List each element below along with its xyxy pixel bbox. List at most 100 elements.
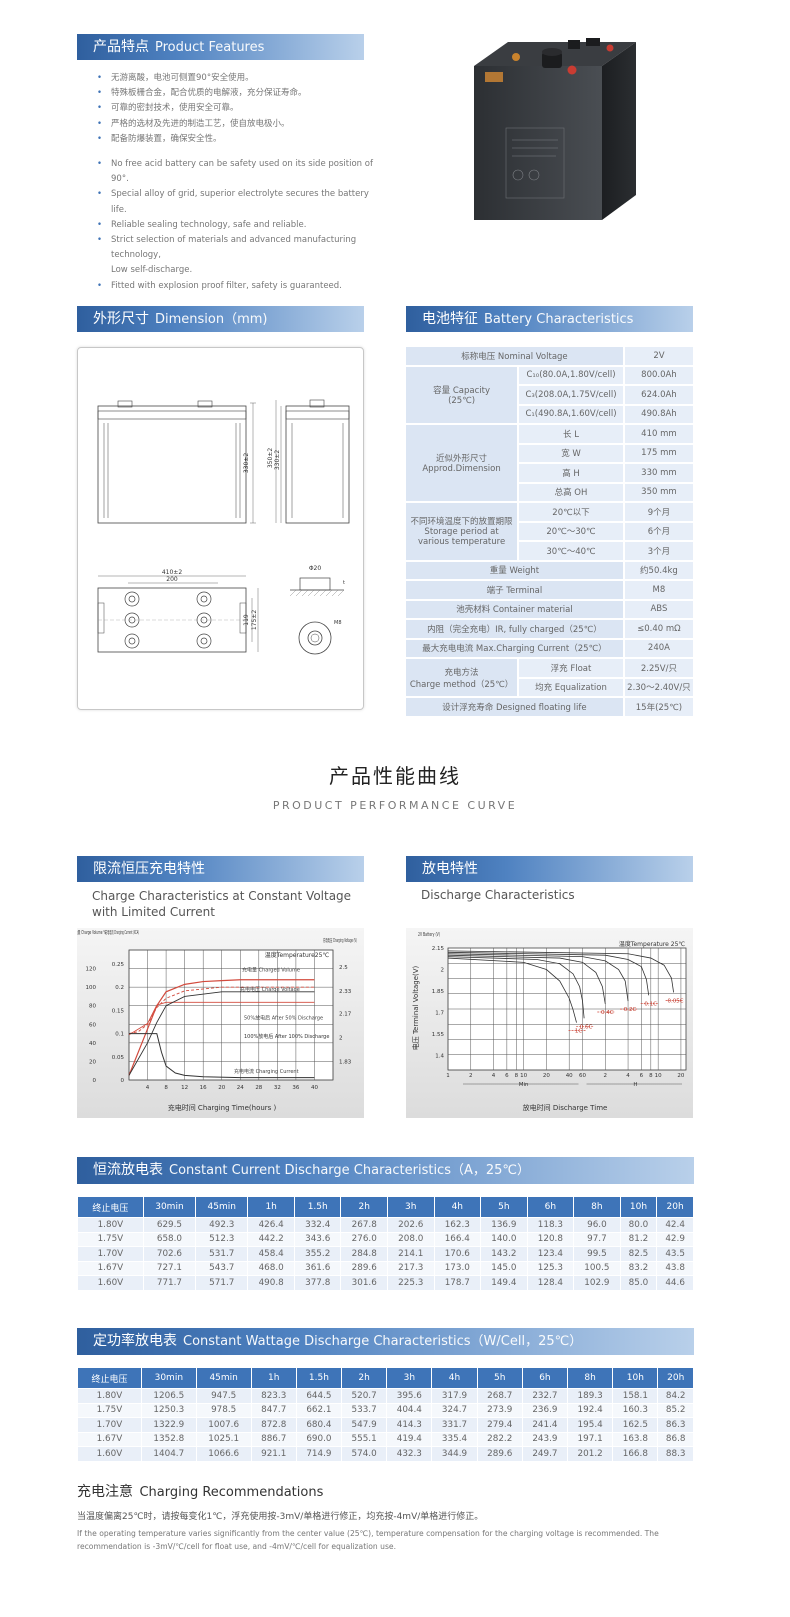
spec-cond: 浮充 Float — [517, 657, 625, 679]
x-tick-label: 60 — [579, 1073, 586, 1079]
series-label: 1C — [575, 1029, 582, 1035]
table-cell: 512.3 — [195, 1231, 249, 1247]
table-cell: 178.7 — [433, 1275, 482, 1291]
spec-value: ABS — [622, 598, 696, 620]
spec-value: 2.25V/只 — [622, 657, 696, 679]
table-header-cell: 5h — [476, 1367, 523, 1389]
table-cell: 289.6 — [476, 1446, 523, 1462]
table-header-cell: 10h — [612, 1367, 659, 1389]
table-header-cell: 3h — [386, 1367, 433, 1389]
x-tick-label: 6 — [640, 1073, 644, 1079]
spec-cond: 30℃～40℃ — [517, 540, 625, 562]
y-axis-label: 充电电流 Charging Current (XCA) — [105, 929, 139, 936]
table-cell: 96.0 — [573, 1217, 621, 1233]
feature-item: 严格的选材及先进的制造工艺，使自放电极小。 — [97, 117, 397, 132]
dim-h-body: 330±2 — [243, 453, 250, 473]
y-tick-label: 40 — [89, 1041, 96, 1047]
spec-label-cn: 容量 Capacity — [433, 385, 490, 396]
discharge-chart-header: 放电特性 — [406, 856, 693, 882]
y-tick-label: 2.5 — [339, 965, 348, 971]
table-cell: 301.6 — [340, 1275, 388, 1291]
spec-value: 490.8Ah — [622, 403, 696, 425]
table-header-cell: 45min — [195, 1196, 249, 1218]
table-header-cell: 4h — [433, 1196, 482, 1218]
recommend-text-cn: 当温度偏离25℃时，请按每变化1℃，浮充使用按-3mV/单格进行修正，均充按-4… — [77, 1512, 484, 1522]
x-tick-label: 4 — [146, 1085, 150, 1091]
table-cell: 404.4 — [386, 1402, 433, 1418]
dimension-title-cn: 外形尺寸 — [93, 311, 149, 327]
x-tick-label: 12 — [181, 1085, 188, 1091]
spec-row: 容量 Capacity(25℃)C₁₀(80.0A,1.80V/cell)800… — [403, 364, 696, 425]
table-cell: 243.9 — [521, 1431, 569, 1447]
table-cell: 680.4 — [295, 1417, 343, 1433]
spec-row: 内阻（完全充电）IR, fully charged（25℃）≤0.40 mΩ — [404, 618, 696, 640]
cc-table-title-en: Constant Current Discharge Characteristi… — [169, 1163, 531, 1178]
table-cell: 279.4 — [476, 1417, 523, 1433]
series-label: 0.6C — [580, 1024, 593, 1030]
recommend-text-en: If the operating temperature varies sign… — [77, 1529, 659, 1551]
spec-label: 内阻（完全充电）IR, fully charged（25℃） — [404, 618, 625, 640]
spec-value: 800.0Ah — [622, 364, 696, 386]
feature-item: Strict selection of materials and advanc… — [97, 233, 387, 263]
x-tick-label: 32 — [274, 1085, 281, 1091]
series-line — [128, 986, 315, 1035]
x-tick-label: 40 — [311, 1085, 318, 1091]
table-header-cell: 1.5h — [293, 1196, 342, 1218]
table-cell: 458.4 — [247, 1246, 295, 1262]
table-cell: 344.9 — [431, 1446, 478, 1462]
table-cell: 273.9 — [476, 1402, 523, 1418]
chart-title: 温度Temperature 25℃ — [619, 940, 686, 948]
table-cell: 520.7 — [341, 1388, 388, 1404]
table-header-cell: 20h — [657, 1367, 694, 1389]
table-header-cell: 30min — [140, 1367, 197, 1389]
table-cell: 1066.6 — [195, 1446, 252, 1462]
series-line — [128, 1001, 315, 1036]
spec-value: 15年(25℃) — [622, 696, 696, 718]
table-cell: 145.0 — [480, 1260, 528, 1276]
table-cell: 662.1 — [295, 1402, 343, 1418]
spec-cond: 20℃～30℃ — [517, 520, 625, 542]
spec-cond: C₁(490.8A,1.60V/cell) — [517, 403, 625, 425]
feature-item: 可靠的密封技术，使用安全可靠。 — [97, 101, 397, 116]
spec-row: C₁(490.8A,1.60V/cell)490.8Ah — [405, 403, 696, 425]
table-cell: 236.9 — [521, 1402, 569, 1418]
series-line — [447, 956, 585, 1019]
dim-length-inner: 200 — [166, 576, 178, 583]
table-cell: 574.0 — [341, 1446, 388, 1462]
features-title-cn: 产品特点 — [93, 39, 149, 55]
series-line — [447, 954, 606, 1005]
table-cell: 100.5 — [573, 1260, 621, 1276]
table-cell: 847.7 — [250, 1402, 297, 1418]
y-tick-label: 0.25 — [112, 962, 125, 968]
table-cell: 361.6 — [293, 1260, 342, 1276]
table-cell: 43.8 — [656, 1260, 694, 1276]
table-cell: 555.1 — [341, 1431, 388, 1447]
table-cell: 120.8 — [526, 1231, 575, 1247]
table-cell: 86.3 — [657, 1417, 694, 1433]
table-header-cell: 1h — [250, 1367, 297, 1389]
table-header-cell: 8h — [567, 1367, 614, 1389]
table-cell: 170.6 — [433, 1246, 482, 1262]
discharge-chart-subtitle: Discharge Characteristics — [421, 888, 575, 902]
feature-item: 配备防爆装置，确保安全性。 — [97, 132, 397, 147]
y-tick-label: 1.55 — [432, 1032, 445, 1038]
battery-title-cn: 电池特征 — [422, 311, 478, 327]
table-header-cell: 6h — [526, 1196, 575, 1218]
table-cell: 81.2 — [619, 1231, 658, 1247]
table-cell: 267.8 — [340, 1217, 388, 1233]
table-cell: 158.1 — [612, 1388, 659, 1404]
charge-chart-subtitle: Charge Characteristics at Constant Volta… — [92, 889, 352, 919]
table-cell: 1250.3 — [140, 1402, 197, 1418]
spec-label-en: (25℃) — [448, 395, 476, 406]
spec-label: 池壳材料 Container material — [404, 598, 625, 620]
table-cell: 1.75V — [77, 1231, 144, 1247]
spec-cond: 长 L — [517, 423, 625, 445]
table-cell: 86.8 — [657, 1431, 694, 1447]
table-cell: 1.60V — [77, 1446, 142, 1462]
feature-item: Fitted with explosion proof filter, safe… — [97, 279, 387, 294]
